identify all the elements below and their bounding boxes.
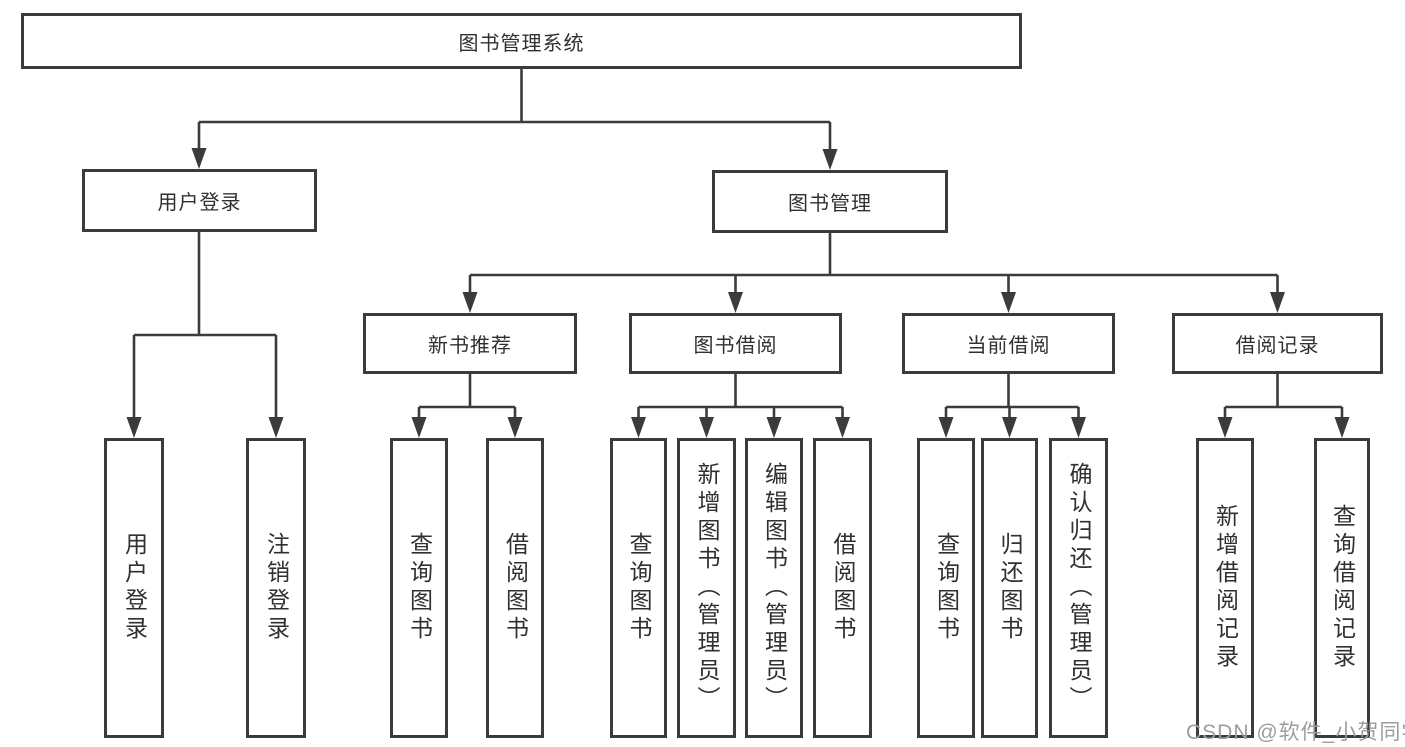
leaf-records-query-record: 查询借阅记录 <box>1314 438 1370 738</box>
leaf-logout: 注销登录 <box>246 438 306 738</box>
leaf-newrec-query-books: 查询图书 <box>390 438 448 738</box>
node-library-management-system: 图书管理系统 <box>21 13 1022 69</box>
node-current-borrowing: 当前借阅 <box>902 313 1115 374</box>
leaf-newrec-borrow-books: 借阅图书 <box>486 438 544 738</box>
watermark: CSDN @软件_小贺同学 <box>1186 721 1405 744</box>
leaf-records-add-record: 新增借阅记录 <box>1196 438 1254 738</box>
leaf-borrow-add-books-admin: 新增图书（管理员） <box>677 438 736 738</box>
node-book-management: 图书管理 <box>712 170 948 233</box>
leaf-user-login: 用户登录 <box>104 438 164 738</box>
leaf-current-confirm-return-admin: 确认归还（管理员） <box>1049 438 1108 738</box>
leaf-borrow-edit-books-admin: 编辑图书（管理员） <box>745 438 803 738</box>
node-new-book-recommendation: 新书推荐 <box>363 313 577 374</box>
node-borrowing-records: 借阅记录 <box>1172 313 1383 374</box>
node-user-login: 用户登录 <box>82 169 317 232</box>
leaf-borrow-borrow-books: 借阅图书 <box>813 438 872 738</box>
leaf-current-query-books: 查询图书 <box>917 438 975 738</box>
leaf-current-return-books: 归还图书 <box>981 438 1038 738</box>
node-book-borrowing: 图书借阅 <box>629 313 842 374</box>
leaf-borrow-query-books: 查询图书 <box>610 438 667 738</box>
